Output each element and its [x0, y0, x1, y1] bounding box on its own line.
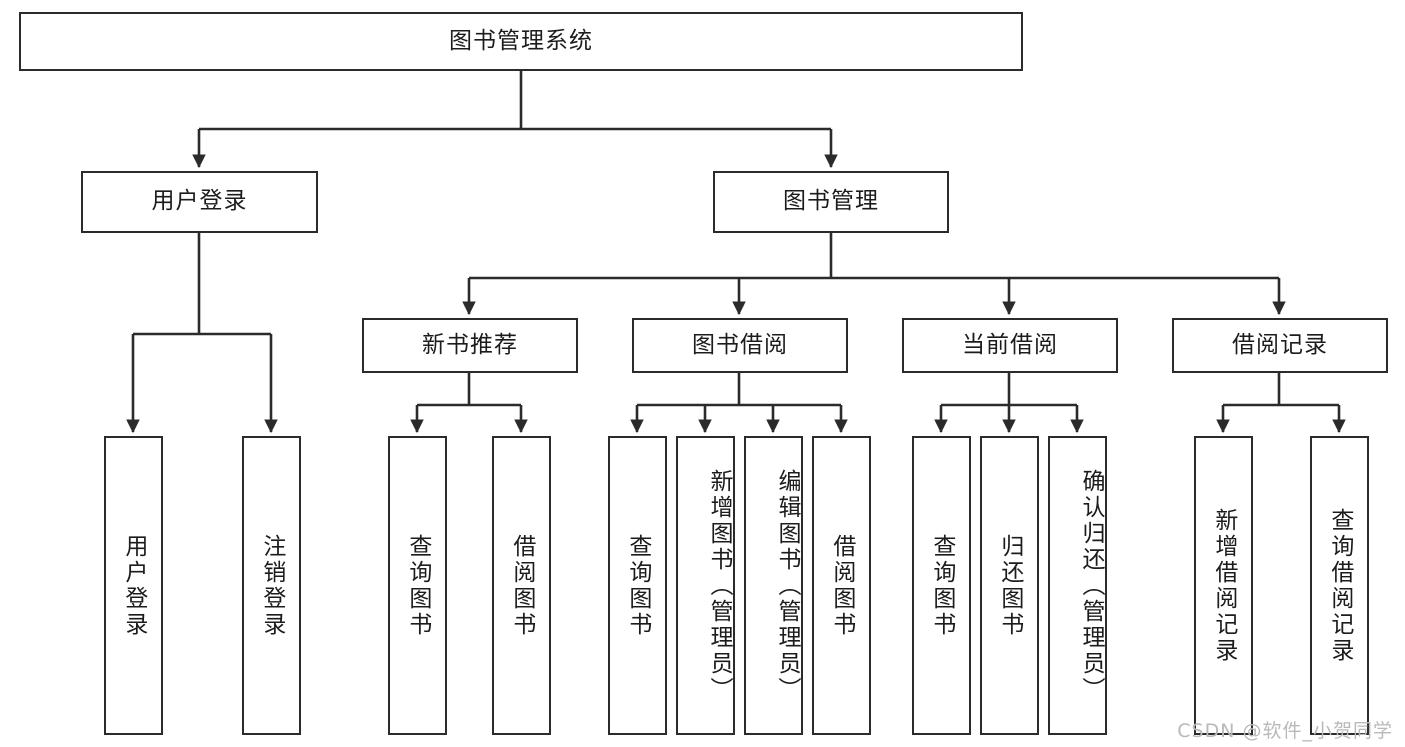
leaf-borrow-book-2-label: 借阅图书 — [828, 533, 855, 638]
leaf-query-book-1-label: 查询图书 — [404, 533, 431, 638]
leaf-confirm-return-label: 确认归还（管理员） — [1078, 468, 1104, 703]
node-new-book-recommend[interactable]: 新书推荐 — [362, 318, 578, 373]
node-borrow-record-label: 借阅记录 — [1232, 331, 1328, 358]
leaf-edit-book[interactable]: 编辑图书（管理员） — [744, 436, 803, 735]
node-current-borrow[interactable]: 当前借阅 — [902, 318, 1118, 373]
node-borrow-record[interactable]: 借阅记录 — [1172, 318, 1388, 373]
leaf-add-record-label: 新增借阅记录 — [1210, 507, 1237, 664]
leaf-query-record[interactable]: 查询借阅记录 — [1310, 436, 1369, 735]
leaf-query-book-1[interactable]: 查询图书 — [388, 436, 447, 735]
node-book-manage-label: 图书管理 — [783, 188, 879, 215]
node-root[interactable]: 图书管理系统 — [19, 12, 1023, 71]
leaf-borrow-book-1[interactable]: 借阅图书 — [492, 436, 551, 735]
leaf-add-record[interactable]: 新增借阅记录 — [1194, 436, 1253, 735]
node-current-borrow-label: 当前借阅 — [962, 331, 1058, 358]
leaf-borrow-book-2[interactable]: 借阅图书 — [812, 436, 871, 735]
leaf-edit-book-label: 编辑图书（管理员） — [774, 468, 800, 703]
node-user-login-label: 用户登录 — [151, 188, 248, 215]
csdn-watermark: CSDN @软件_小贺同学 — [1177, 720, 1393, 742]
node-user-login[interactable]: 用户登录 — [81, 171, 318, 233]
leaf-query-book-2[interactable]: 查询图书 — [608, 436, 667, 735]
leaf-return-book-label: 归还图书 — [996, 533, 1023, 638]
leaf-query-record-label: 查询借阅记录 — [1326, 507, 1353, 664]
leaf-add-book[interactable]: 新增图书（管理员） — [676, 436, 735, 735]
node-new-book-recommend-label: 新书推荐 — [422, 331, 518, 358]
leaf-confirm-return[interactable]: 确认归还（管理员） — [1048, 436, 1107, 735]
leaf-borrow-book-1-label: 借阅图书 — [508, 533, 535, 638]
node-book-manage[interactable]: 图书管理 — [713, 171, 949, 233]
node-book-borrow-label: 图书借阅 — [692, 331, 788, 358]
leaf-query-book-3[interactable]: 查询图书 — [912, 436, 971, 735]
leaf-query-book-2-label: 查询图书 — [624, 533, 651, 638]
leaf-logout-login-label: 注销登录 — [258, 533, 285, 638]
leaf-user-login-label: 用户登录 — [120, 533, 147, 638]
leaf-user-login[interactable]: 用户登录 — [104, 436, 163, 735]
leaf-logout-login[interactable]: 注销登录 — [242, 436, 301, 735]
node-root-label: 图书管理系统 — [449, 27, 593, 54]
leaf-add-book-label: 新增图书（管理员） — [706, 468, 732, 703]
node-book-borrow[interactable]: 图书借阅 — [632, 318, 848, 373]
leaf-query-book-3-label: 查询图书 — [928, 533, 955, 638]
leaf-return-book[interactable]: 归还图书 — [980, 436, 1039, 735]
